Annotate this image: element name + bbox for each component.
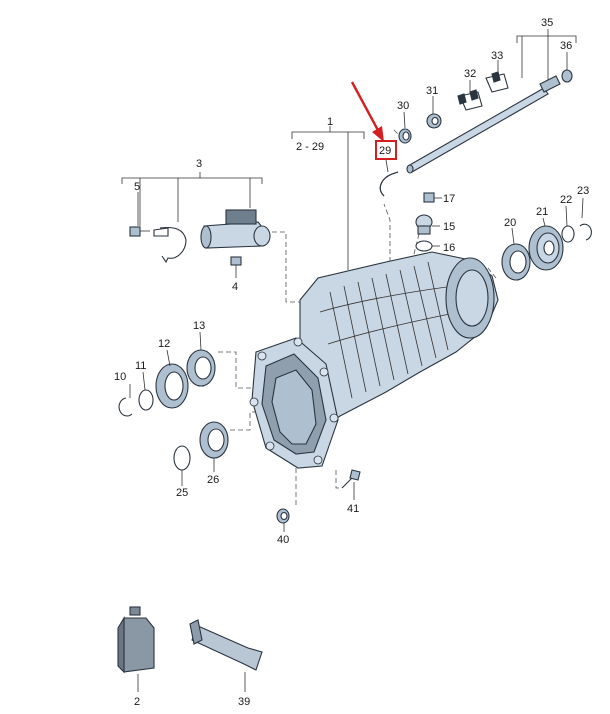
callout-41: 41: [347, 503, 359, 515]
callout-21: 21: [536, 206, 548, 218]
part-20-seal: [501, 243, 531, 281]
part-33-clip: [485, 71, 509, 93]
callout-20: 20: [504, 217, 516, 229]
assembly-guide-lines: [218, 129, 497, 508]
transfer-case-housing: [249, 251, 499, 469]
callout-2: 2: [134, 696, 140, 708]
callout-39: 39: [238, 696, 250, 708]
part-32-clip: [457, 89, 483, 111]
callout-17: 17: [443, 193, 455, 205]
highlight-arrow: [350, 81, 384, 142]
callout-11: 11: [135, 360, 146, 372]
callout-labels: 1 2 - 29 2 3 4 5 10 11 12 13 15 16 17 20…: [114, 17, 589, 708]
bracket-3: [121, 172, 263, 226]
callout-23: 23: [577, 185, 589, 197]
bracket-35: [516, 29, 577, 82]
part-17-plug: [423, 192, 442, 203]
callout-40: 40: [277, 534, 289, 546]
callout-16: 16: [443, 242, 455, 254]
callout-10: 10: [114, 371, 126, 383]
callout-36: 36: [560, 40, 572, 52]
part-10-circlip: [118, 397, 133, 417]
callout-22: 22: [560, 194, 572, 206]
part-11-oring: [138, 389, 154, 411]
part-5-bolt: [129, 226, 150, 237]
part-30-cap: [398, 128, 412, 144]
callout-33: 33: [491, 50, 503, 62]
callout-25: 25: [176, 487, 188, 499]
part-41-bolt: [341, 469, 361, 500]
callout-4: 4: [232, 281, 238, 293]
part-13-seal: [186, 349, 216, 387]
part-25-oring: [173, 445, 191, 471]
callout-30: 30: [397, 100, 409, 112]
part-34-tube: [406, 87, 549, 174]
part-35-connector: [539, 75, 561, 93]
part-39-sealant-tube: [189, 619, 263, 692]
part-16-washer: [415, 240, 440, 252]
bracket-1: [291, 126, 365, 270]
part-2-oil-bottle: [117, 606, 155, 692]
part-22-oring: [561, 225, 575, 243]
part-40-plug: [276, 508, 290, 532]
callout-13: 13: [193, 320, 205, 332]
part-29-hose: [379, 159, 399, 197]
callout-32: 32: [464, 68, 476, 80]
callout-3: 3: [196, 158, 202, 170]
part-15-plug: [415, 214, 440, 235]
callout-12: 12: [158, 338, 170, 350]
callout-15: 15: [443, 221, 455, 233]
part-31-clamp: [426, 113, 442, 129]
callout-1: 1: [327, 116, 333, 128]
callout-1-range: 2 - 29: [296, 141, 324, 153]
callout-35: 35: [541, 17, 553, 29]
part-36-cap: [561, 69, 573, 83]
highlight-box-29: [375, 140, 397, 160]
part-3-actuator: [153, 209, 271, 264]
callout-26: 26: [207, 474, 219, 486]
callout-5: 5: [134, 181, 140, 193]
callout-29: 29: [379, 145, 391, 157]
part-12-seal: [155, 363, 189, 409]
leader-lines: [129, 52, 584, 486]
callout-31: 31: [426, 85, 438, 97]
part-26-seal: [199, 421, 229, 459]
part-4-bolt: [230, 256, 242, 278]
part-21-flange: [528, 225, 564, 271]
part-23-circlip: [579, 223, 592, 241]
